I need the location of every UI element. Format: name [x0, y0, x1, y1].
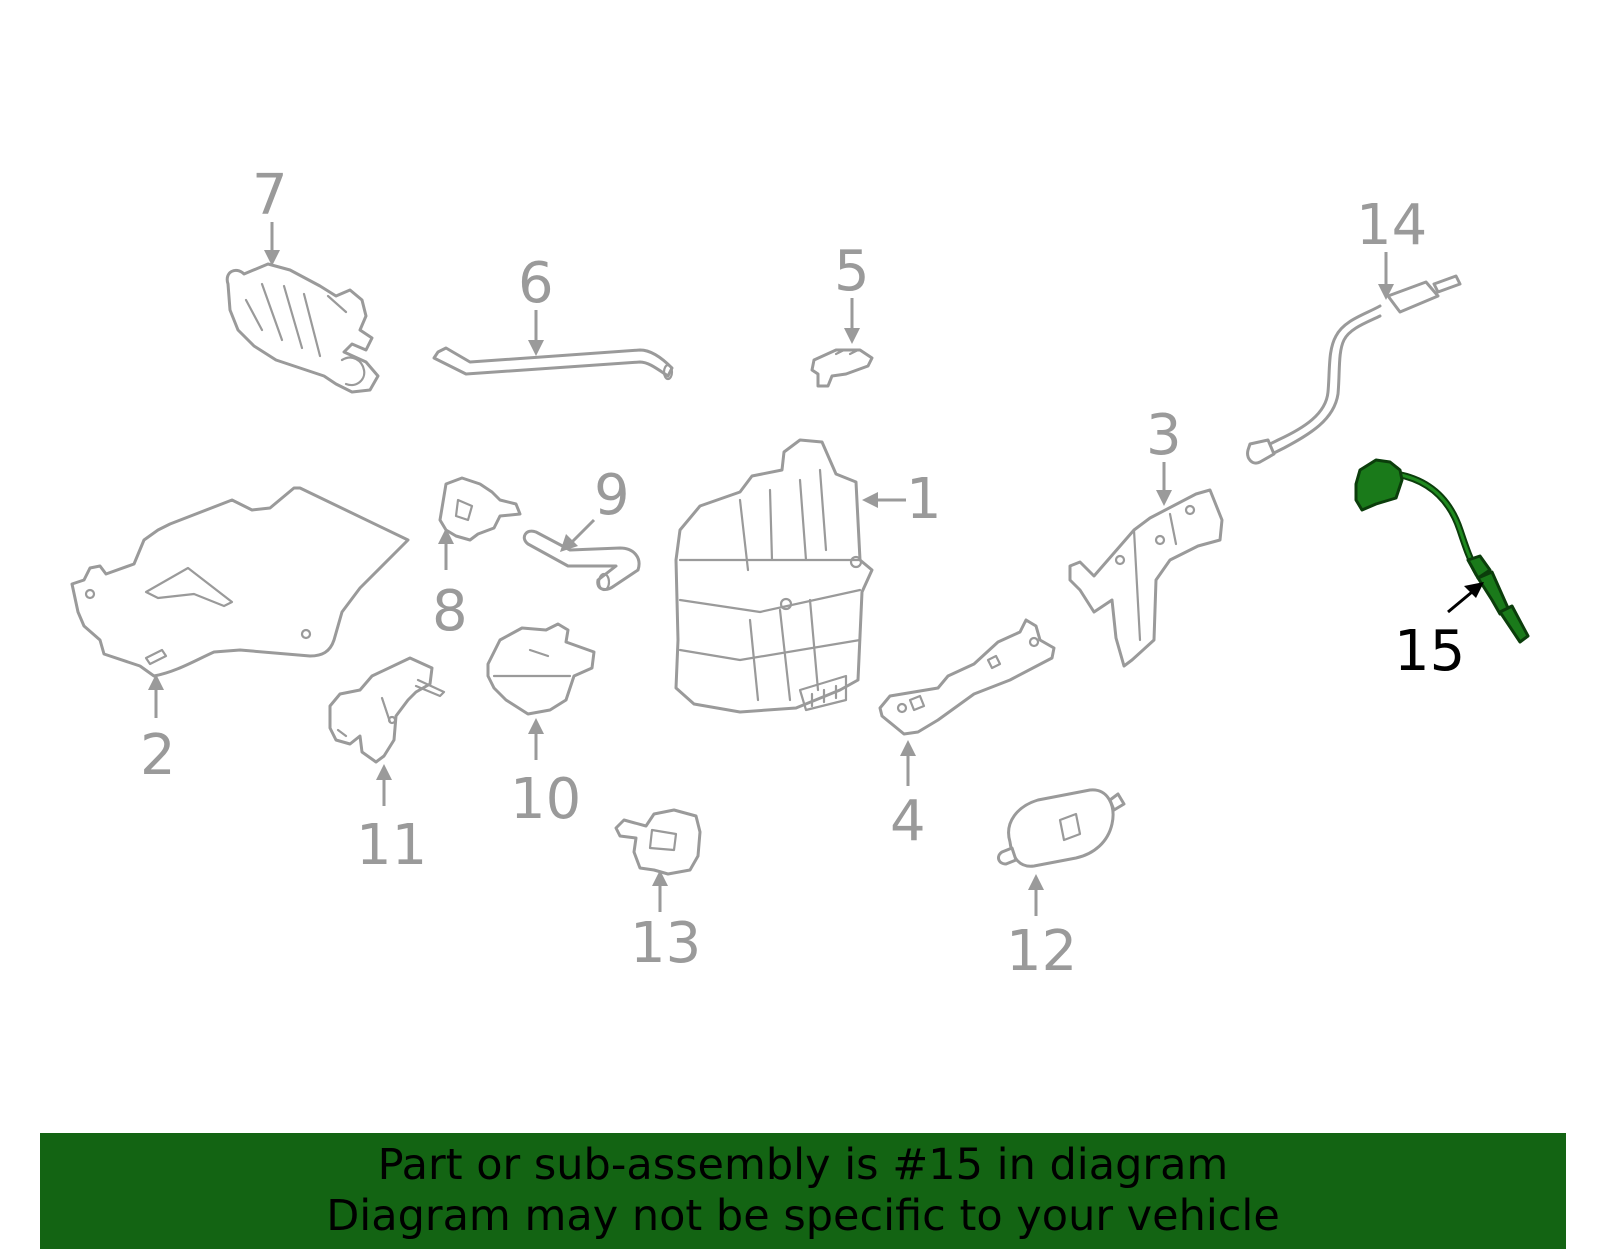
callout-1[interactable]: 1 [906, 467, 942, 532]
part-8-valve[interactable] [438, 476, 522, 542]
leader-1 [862, 492, 906, 508]
leader-12 [1028, 874, 1044, 916]
callout-2[interactable]: 2 [140, 723, 176, 788]
leader-2 [148, 674, 164, 718]
leader-3 [1156, 462, 1172, 506]
leader-5 [844, 298, 860, 344]
callout-15[interactable]: 15 [1394, 619, 1465, 684]
callout-6[interactable]: 6 [518, 251, 554, 316]
leader-15 [1447, 582, 1484, 614]
part-14-sensor[interactable] [1246, 274, 1462, 465]
part-6-hose[interactable] [432, 346, 674, 381]
part-1-canister[interactable] [674, 438, 874, 714]
leader-7 [264, 222, 280, 266]
callout-8[interactable]: 8 [432, 579, 468, 644]
banner-line-1: Part or sub-assembly is #15 in diagram [377, 1140, 1229, 1190]
leader-11 [376, 764, 392, 806]
part-9-hose[interactable] [522, 529, 641, 592]
part-10-box[interactable] [486, 622, 596, 716]
callout-7[interactable]: 7 [252, 163, 288, 228]
leader-13 [652, 870, 668, 912]
part-15-sensor-highlighted[interactable] [1354, 458, 1530, 644]
part-12-filter[interactable] [997, 788, 1126, 868]
leader-9 [560, 518, 596, 552]
part-5-sensor[interactable] [810, 348, 874, 388]
part-2-under-cover[interactable] [70, 486, 410, 678]
banner-line-2: Diagram may not be specific to your vehi… [326, 1191, 1280, 1241]
leader-10 [528, 718, 544, 760]
leader-8 [438, 528, 454, 570]
leader-6 [528, 310, 544, 356]
info-banner: Part or sub-assembly is #15 in diagram D… [40, 1133, 1566, 1249]
leader-14 [1378, 252, 1394, 300]
callout-10[interactable]: 10 [510, 767, 581, 832]
part-7-purge-valve[interactable] [225, 262, 380, 394]
callout-4[interactable]: 4 [890, 789, 926, 854]
callout-14[interactable]: 14 [1356, 193, 1427, 258]
callout-9[interactable]: 9 [594, 463, 630, 528]
part-3-bracket[interactable] [1068, 488, 1224, 668]
callout-11[interactable]: 11 [356, 813, 427, 878]
part-11-bracket[interactable] [328, 656, 446, 764]
part-4-bracket[interactable] [878, 618, 1056, 736]
callout-12[interactable]: 12 [1006, 919, 1077, 984]
leader-4 [900, 740, 916, 786]
callout-5[interactable]: 5 [834, 239, 870, 304]
part-13-valve[interactable] [614, 808, 702, 876]
callout-3[interactable]: 3 [1146, 403, 1182, 468]
callout-13[interactable]: 13 [630, 911, 701, 976]
